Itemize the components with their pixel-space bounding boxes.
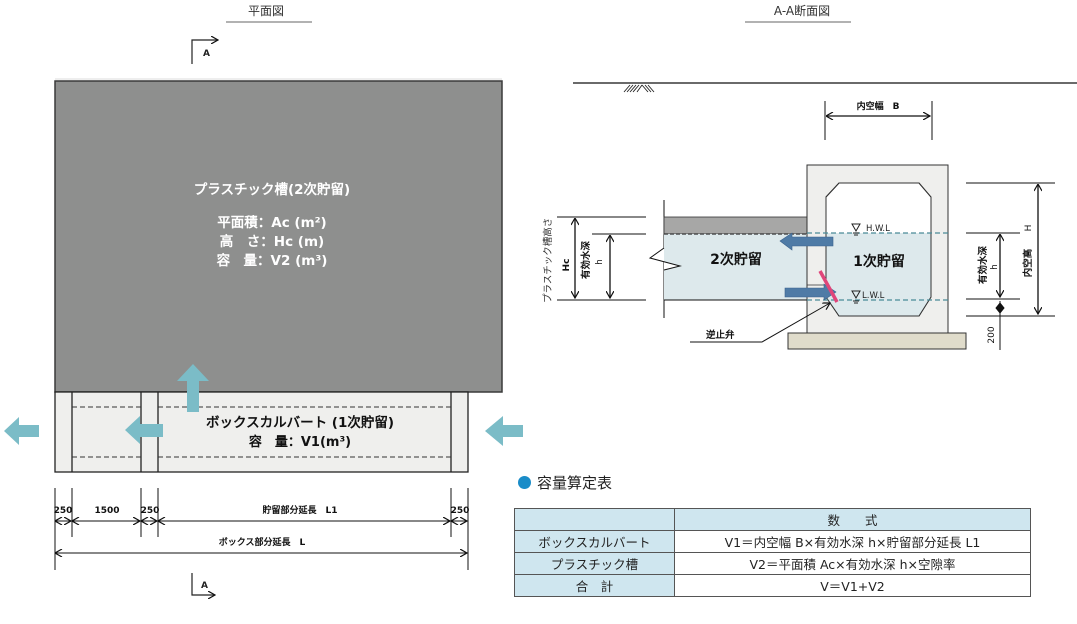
table-header-blank xyxy=(514,508,675,531)
table-row: ボックスカルバート V1＝内空幅 B×有効水深 h×貯留部分延長 L1 xyxy=(514,530,1031,553)
row-name: ボックスカルバート xyxy=(514,530,675,553)
check-valve-icon xyxy=(818,270,839,303)
section-marker-bottom-label: A xyxy=(201,581,208,591)
box-culvert-capacity: 容 量：V1(m³) xyxy=(248,434,351,450)
right-dimension-lines xyxy=(966,182,1055,350)
hwl-marker-icon xyxy=(851,223,861,236)
flow-arrow-up-icon xyxy=(177,364,209,412)
table-row: プラスチック槽 V2＝平面積 Ac×有効水深 h×空隙率 xyxy=(514,552,1031,575)
effective-depth-symbol-right: h xyxy=(990,264,1000,270)
dim-250-middle: 250 xyxy=(141,506,160,516)
hwl-label: H.W.L xyxy=(866,224,890,234)
capacity-table: 数 式 ボックスカルバート V1＝内空幅 B×有効水深 h×貯留部分延長 L1 … xyxy=(514,508,1031,597)
effective-depth-label-right: 有効水深 xyxy=(977,246,989,285)
dim-250-left: 250 xyxy=(54,506,73,516)
flow-arrow-left-outer-icon xyxy=(4,417,39,445)
plastic-tank-plan xyxy=(54,80,503,393)
dim-box-length: ボックス部分延長 L xyxy=(219,536,306,548)
tank-height-symbol: Hc xyxy=(562,259,572,272)
effective-depth-label-left: 有効水深 xyxy=(580,241,592,280)
plastic-tank-title: プラスチック槽(2次貯留) xyxy=(194,181,350,198)
row-formula: V1＝内空幅 B×有効水深 h×貯留部分延長 L1 xyxy=(674,530,1031,553)
plastic-tank-capacity: 容 量：V2 (m³) xyxy=(216,252,328,269)
table-header-row: 数 式 xyxy=(514,508,1031,531)
lwl-label: L.W.L xyxy=(862,291,885,301)
plastic-tank-area: 平面積：Ac (m²) xyxy=(217,214,326,231)
section-marker-bottom: A xyxy=(191,573,215,595)
ground-hatch-icon xyxy=(623,84,655,93)
table-header-formula: 数 式 xyxy=(674,508,1031,531)
culvert-base xyxy=(787,332,967,350)
primary-storage-label: 1次貯留 xyxy=(853,253,905,270)
secondary-storage-label: 2次貯留 xyxy=(710,251,762,268)
left-dimension-lines xyxy=(557,216,646,301)
capacity-table-title: 容量算定表 xyxy=(518,472,612,493)
dim-250-right: 250 xyxy=(451,506,470,516)
row-formula: V＝V1+V2 xyxy=(674,574,1031,597)
secondary-storage-water xyxy=(664,234,807,300)
plan-dimension-lines xyxy=(54,488,469,570)
row-formula: V2＝平面積 Ac×有効水深 h×空隙率 xyxy=(674,552,1031,575)
plastic-tank-height: 高 さ：Hc (m) xyxy=(220,233,324,250)
row-name: プラスチック槽 xyxy=(514,552,675,575)
bottom-offset-label: 200 xyxy=(987,326,997,343)
flow-arrow-to-primary-icon xyxy=(784,283,837,301)
bullet-icon xyxy=(518,476,531,489)
dim-storage-length: 貯留部分延長 L1 xyxy=(263,504,338,516)
section-marker-top: A xyxy=(191,40,218,64)
table-row: 合 計 V＝V1+V2 xyxy=(514,574,1031,597)
primary-storage-water xyxy=(826,233,931,316)
inner-height-label: 内空高 xyxy=(1022,248,1034,277)
plan-view-title: 平面図 xyxy=(248,4,284,18)
flow-arrow-to-secondary-icon xyxy=(779,232,834,251)
effective-depth-symbol-left: h xyxy=(595,259,605,265)
flow-arrow-inflow-icon xyxy=(485,416,523,446)
capacity-table-title-text: 容量算定表 xyxy=(537,474,613,492)
row-name: 合 計 xyxy=(514,574,675,597)
section-marker-top-label: A xyxy=(203,49,210,59)
check-valve-label: 逆止弁 xyxy=(706,329,735,341)
section-view-title: A-A断面図 xyxy=(774,3,830,18)
dim-1500: 1500 xyxy=(94,506,119,516)
box-culvert-title: ボックスカルバート (1次貯留) xyxy=(206,414,394,431)
flow-arrow-left-inner-icon xyxy=(125,416,163,444)
lwl-marker-icon xyxy=(851,290,861,304)
check-valve-leader xyxy=(690,303,830,343)
culvert-inner-outline xyxy=(825,182,932,317)
inner-height-symbol: H xyxy=(1024,225,1034,232)
tank-top-gray xyxy=(663,216,808,235)
box-culvert-plan xyxy=(54,391,469,473)
tank-height-label: プラスチック槽高さ xyxy=(542,218,554,303)
break-line-icon xyxy=(648,247,682,271)
inner-width-label: 内空幅 B xyxy=(857,100,900,112)
